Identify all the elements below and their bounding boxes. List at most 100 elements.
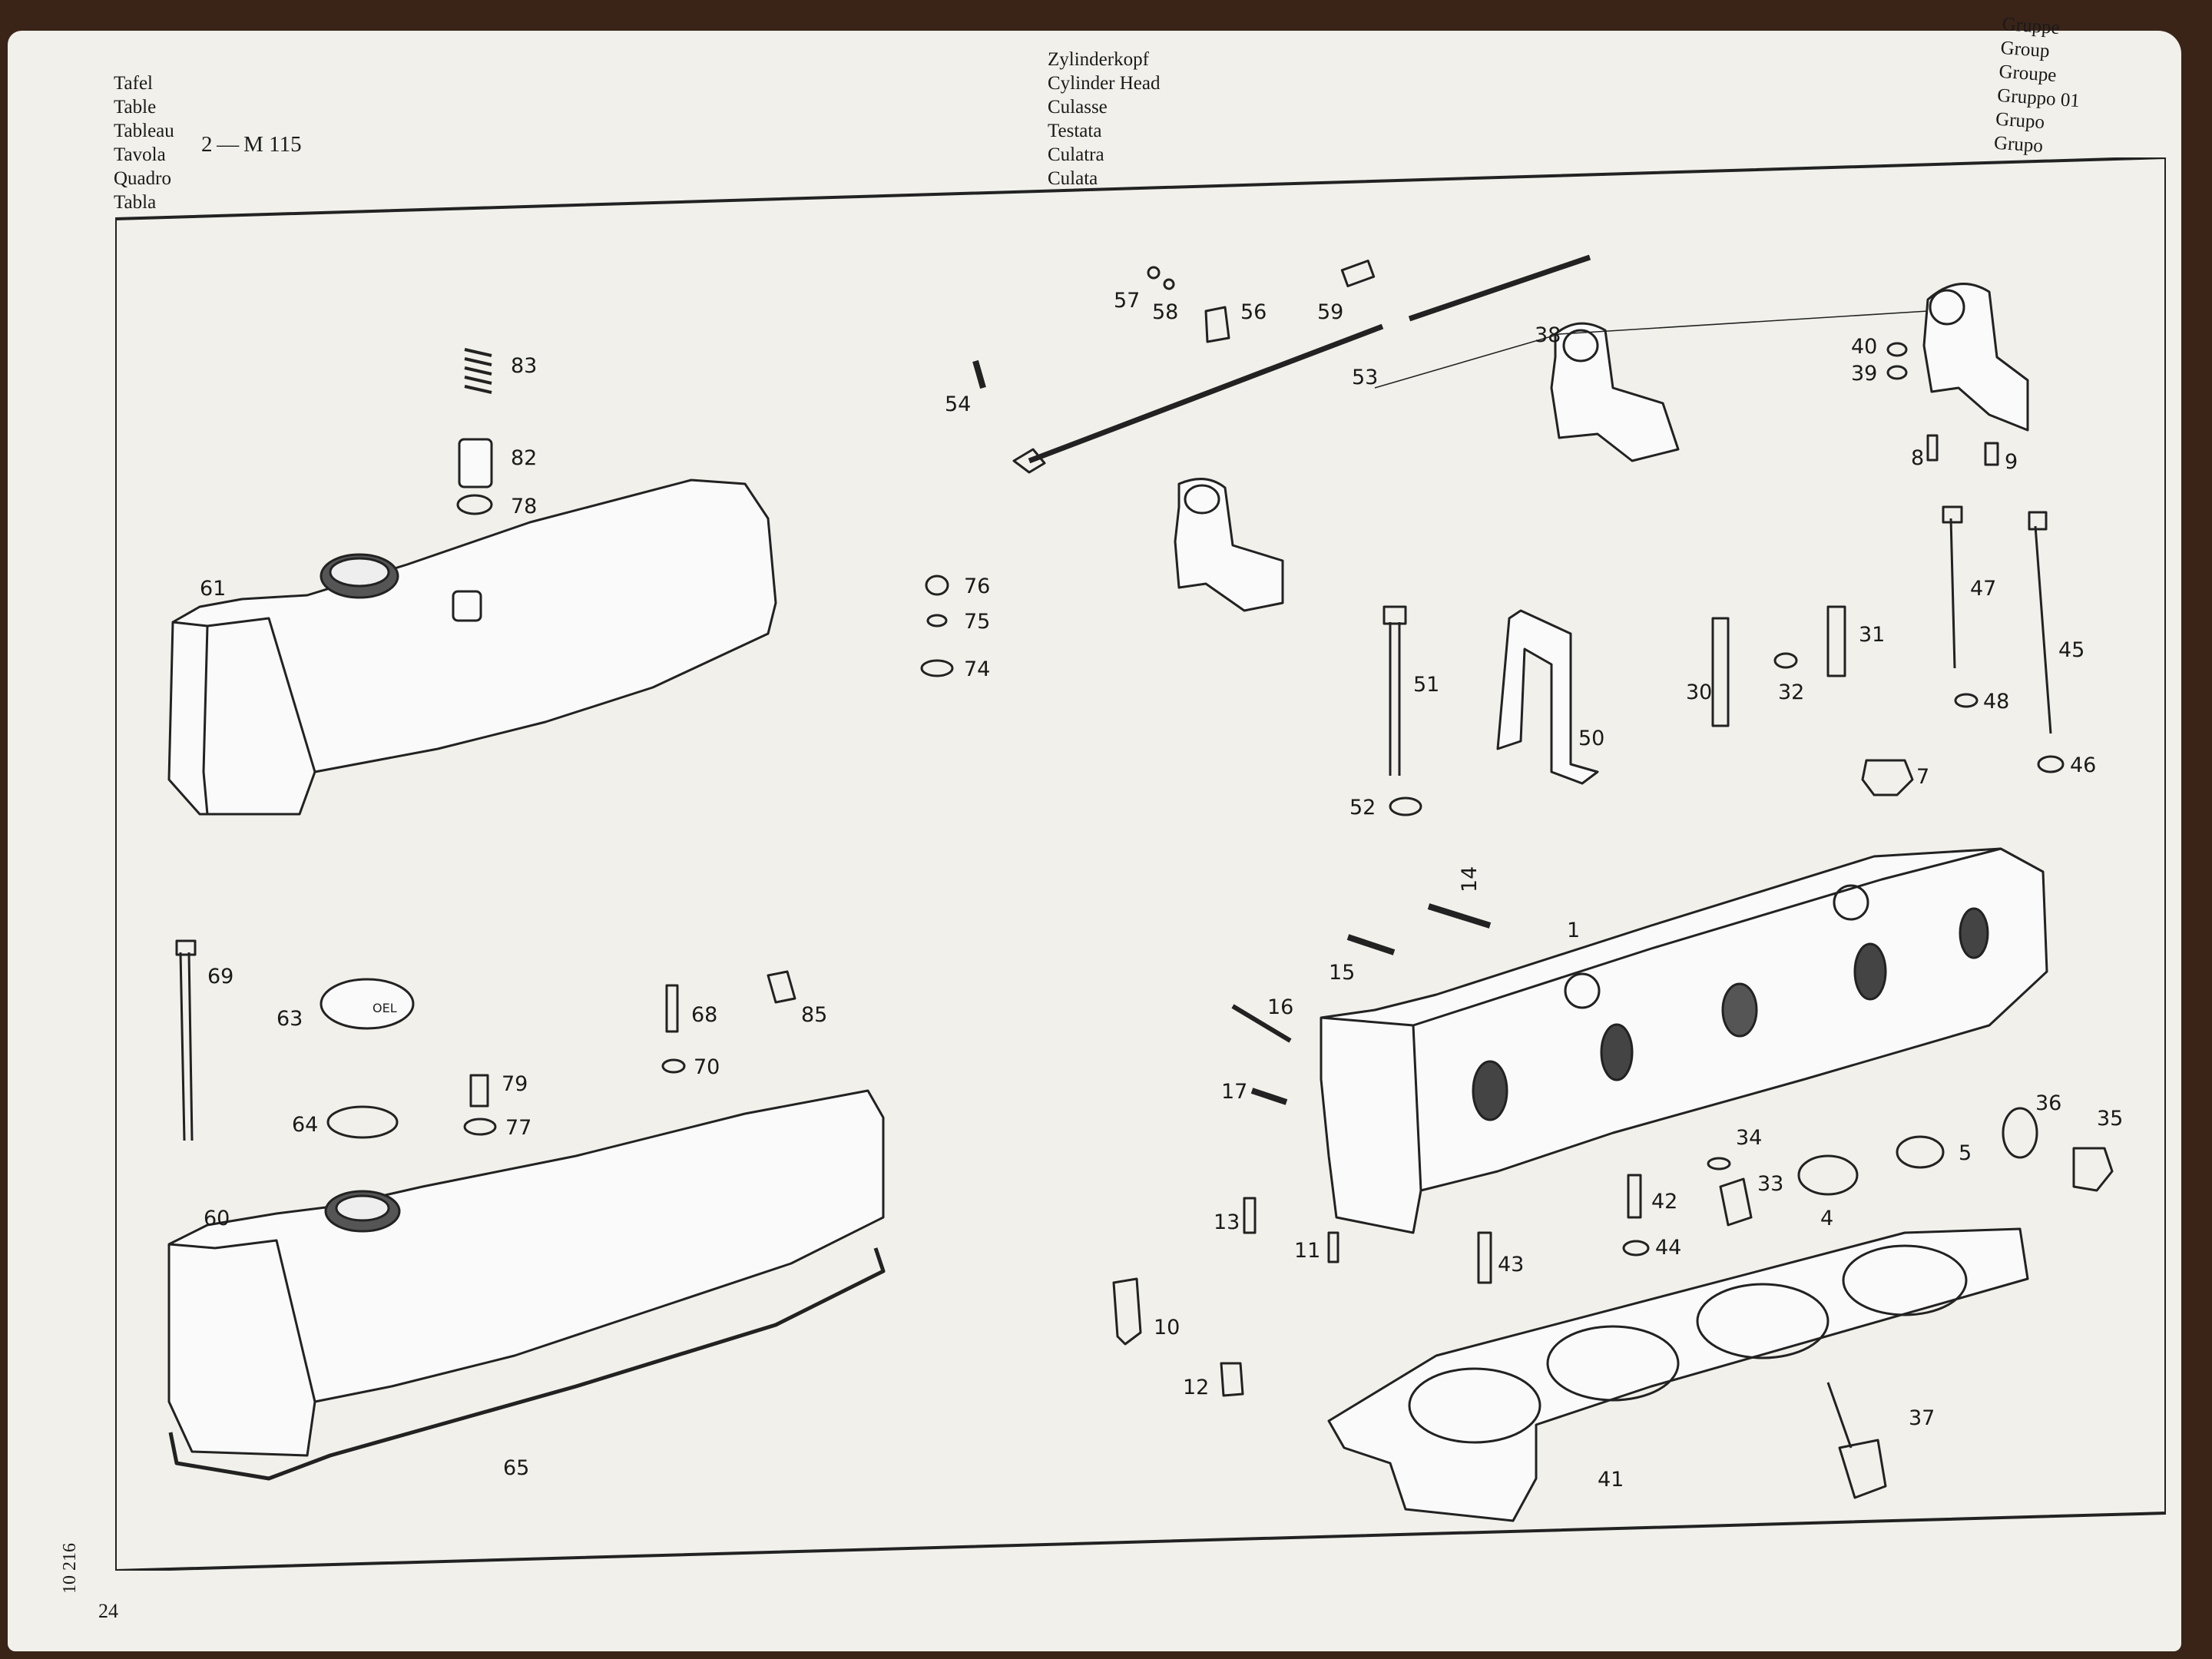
part-label-37: 37 <box>1909 1406 1935 1430</box>
plate-label: Table <box>114 97 157 118</box>
part-label-11: 11 <box>1294 1239 1320 1263</box>
part-label-53: 53 <box>1352 366 1378 389</box>
title-line: Zylinderkopf <box>1048 49 1149 70</box>
part-label-65: 65 <box>503 1456 529 1480</box>
part-label-30: 30 <box>1686 680 1712 704</box>
pin-11 <box>1327 1231 1339 1263</box>
oil-cap-63 <box>320 978 415 1030</box>
ring-4 <box>1797 1154 1859 1196</box>
part-label-41: 41 <box>1598 1468 1624 1492</box>
part-label-16: 16 <box>1267 995 1293 1019</box>
bracket-50 <box>1496 609 1599 785</box>
part-label-47: 47 <box>1970 577 1996 601</box>
part-label-17: 17 <box>1221 1080 1247 1104</box>
washer-70 <box>661 1058 686 1074</box>
washer-58 <box>1163 278 1175 290</box>
part-label-45: 45 <box>2058 638 2085 662</box>
diagram-border <box>115 157 2166 1571</box>
part-label-50: 50 <box>1578 727 1604 750</box>
stud-31 <box>1826 605 1846 677</box>
ring-5 <box>1896 1135 1945 1169</box>
plate-label: Quadro <box>114 168 171 189</box>
part-label-15: 15 <box>1329 961 1355 985</box>
clip-32 <box>1773 652 1798 669</box>
washer-34 <box>1707 1157 1731 1171</box>
nut-76 <box>925 575 949 596</box>
part-label-9: 9 <box>2005 450 2018 474</box>
plate-label: Tafel <box>114 73 153 94</box>
stud-30 <box>1711 617 1730 727</box>
part-label-42: 42 <box>1651 1190 1677 1214</box>
part-label-14: 14 <box>1458 866 1482 892</box>
part-label-31: 31 <box>1859 623 1885 647</box>
part-label-40: 40 <box>1851 335 1877 359</box>
union-33 <box>1719 1177 1753 1227</box>
plate-label-list: Tafel Table Tableau Tavola Quadro Tabla <box>114 71 174 214</box>
title-line: Culata <box>1048 168 1098 189</box>
washer-40 <box>1886 342 1908 357</box>
part-label-46: 46 <box>2070 753 2096 777</box>
part-label-83: 83 <box>511 354 537 378</box>
cam-bearing-38a <box>1174 478 1284 612</box>
part-label-44: 44 <box>1655 1236 1681 1260</box>
plate-label: Tableau <box>114 121 174 141</box>
washer-77 <box>463 1118 497 1136</box>
plate-label: Tavola <box>114 144 166 165</box>
rocker-cover-61 <box>167 478 777 816</box>
cam-bearing-38c <box>1922 283 2029 432</box>
part-label-85: 85 <box>801 1003 827 1027</box>
bolt-69 <box>179 952 194 1141</box>
part-label-79: 79 <box>502 1072 528 1096</box>
washer-78 <box>456 494 493 515</box>
washer-64 <box>326 1105 399 1139</box>
plug-7 <box>1861 759 1914 796</box>
clip-85 <box>767 970 796 1004</box>
part-label-13: 13 <box>1214 1210 1240 1234</box>
title-line: Testata <box>1048 121 1102 141</box>
part-label-75: 75 <box>964 610 990 634</box>
valve-cover-60 <box>167 1089 886 1481</box>
part-label-38: 38 <box>1535 323 1561 347</box>
side-code: 10 216 <box>60 1543 80 1594</box>
part-label-1: 1 <box>1567 919 1580 942</box>
part-label-7: 7 <box>1916 765 1929 789</box>
part-label-57: 57 <box>1114 289 1140 313</box>
part-label-60: 60 <box>204 1207 230 1230</box>
part-label-52: 52 <box>1349 796 1376 820</box>
dowel-9 <box>1984 442 1999 466</box>
linkage-end-54 <box>1012 448 1046 474</box>
title-line: Culatra <box>1048 144 1104 165</box>
part-label-33: 33 <box>1757 1172 1783 1196</box>
part-label-74: 74 <box>964 657 990 681</box>
part-label-58: 58 <box>1152 300 1178 324</box>
part-label-61: 61 <box>200 577 226 601</box>
bolt-51 <box>1389 622 1401 776</box>
oil-cap-text: OEL <box>373 1001 397 1015</box>
oil-filler-82 <box>458 438 493 488</box>
exploded-parts-diagram: 1 4 5 7 8 9 10 11 12 13 14 15 16 17 30 3… <box>115 157 2166 1571</box>
washer-52 <box>1389 796 1422 816</box>
part-label-48: 48 <box>1983 690 2009 714</box>
rod-53 <box>1028 323 1384 464</box>
part-label-76: 76 <box>964 575 990 598</box>
washer-75 <box>926 614 948 628</box>
sleeve-59 <box>1340 260 1376 287</box>
part-label-64: 64 <box>292 1113 318 1137</box>
part-label-35: 35 <box>2097 1107 2123 1131</box>
stud-15 <box>1346 934 1396 955</box>
part-label-54: 54 <box>945 392 971 416</box>
part-label-43: 43 <box>1498 1253 1524 1277</box>
sensor-37 <box>1826 1382 1887 1499</box>
bolt-47 <box>1949 518 1956 669</box>
group-label-list: Gruppe Group Groupe Gruppo 01 Grupo Grup… <box>1993 12 2085 161</box>
bushing-12 <box>1220 1362 1244 1397</box>
title-line: Cylinder Head <box>1048 73 1161 94</box>
washer-74 <box>920 659 954 677</box>
stud-14 <box>1427 903 1492 929</box>
cylinder-head-1 <box>1320 847 2048 1234</box>
part-label-10: 10 <box>1154 1316 1180 1339</box>
part-label-63: 63 <box>276 1007 303 1031</box>
part-label-32: 32 <box>1778 680 1804 704</box>
part-label-78: 78 <box>511 495 537 518</box>
section-title: Zylinderkopf Cylinder Head Culasse Testa… <box>1048 48 1160 190</box>
